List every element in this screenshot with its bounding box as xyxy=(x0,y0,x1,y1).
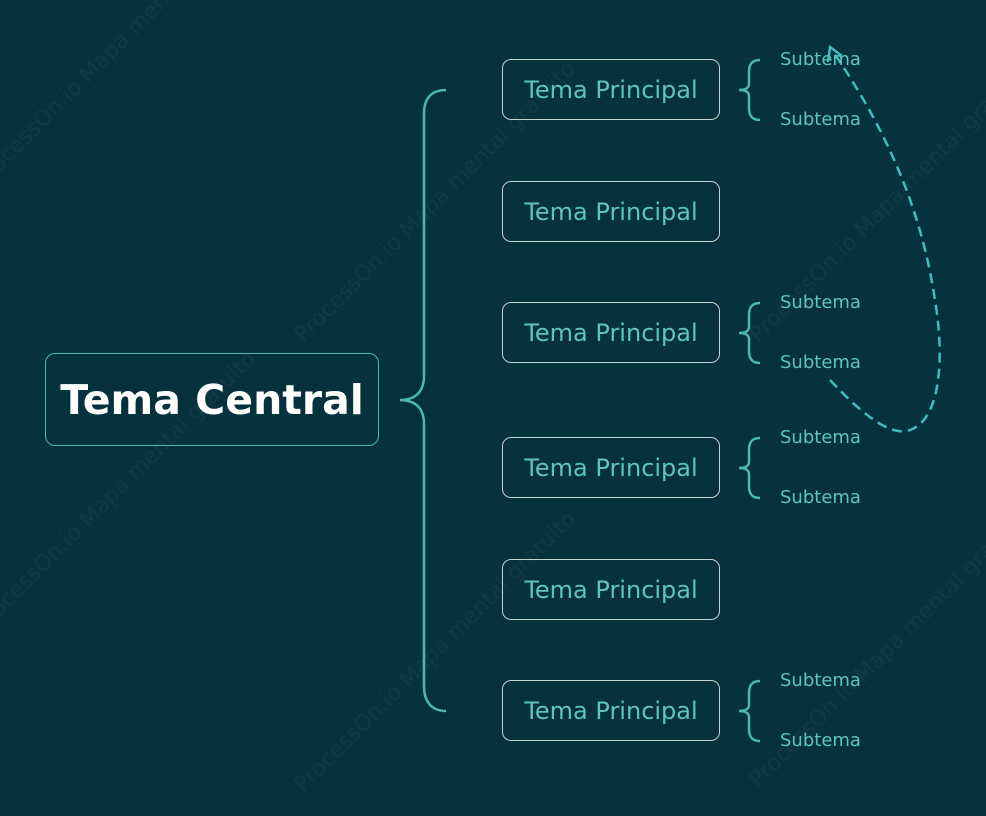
subtopic[interactable]: Subtema xyxy=(780,109,861,130)
subtopic[interactable]: Subtema xyxy=(780,292,861,313)
main-topic-2[interactable]: Tema Principal xyxy=(502,181,720,242)
main-topic-1[interactable]: Tema Principal xyxy=(502,59,720,120)
main-topic-4[interactable]: Tema Principal xyxy=(502,437,720,498)
subtopic[interactable]: Subtema xyxy=(780,730,861,751)
subtopic[interactable]: Subtema xyxy=(780,487,861,508)
sub-bracket xyxy=(738,58,761,122)
main-bracket xyxy=(399,88,447,713)
relationship-line xyxy=(829,49,941,433)
main-topic-5[interactable]: Tema Principal xyxy=(502,559,720,620)
sub-bracket xyxy=(738,679,761,743)
arrow-head-icon xyxy=(826,44,843,63)
sub-bracket xyxy=(738,301,761,365)
subtopic[interactable]: Subtema xyxy=(780,49,861,70)
central-topic[interactable]: Tema Central xyxy=(45,353,379,446)
main-topic-6[interactable]: Tema Principal xyxy=(502,680,720,741)
sub-bracket xyxy=(738,436,761,500)
main-topic-3[interactable]: Tema Principal xyxy=(502,302,720,363)
subtopic[interactable]: Subtema xyxy=(780,670,861,691)
subtopic[interactable]: Subtema xyxy=(780,427,861,448)
subtopic[interactable]: Subtema xyxy=(780,352,861,373)
